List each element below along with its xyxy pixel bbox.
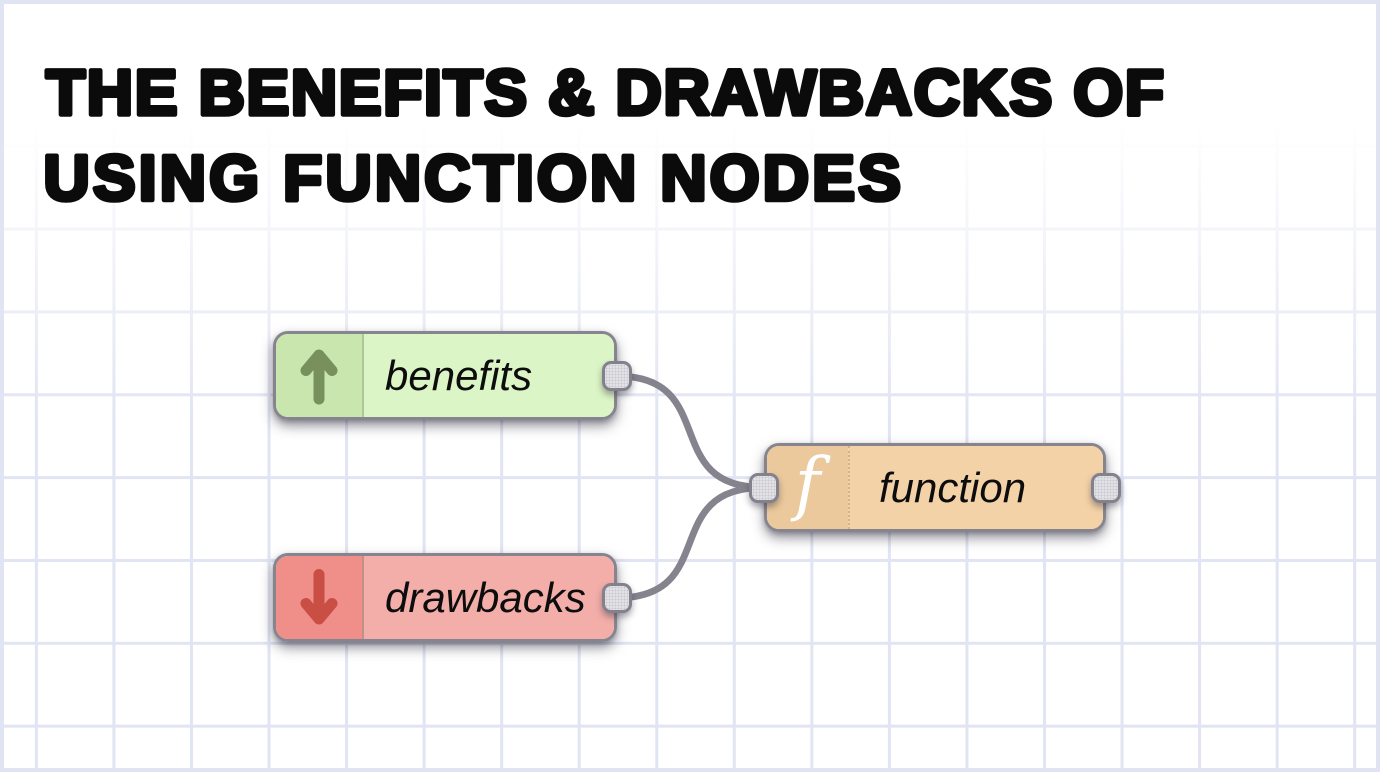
arrow-up-icon xyxy=(300,349,338,404)
title-line-1: THE BENEFITS & DRAWBACKS OF xyxy=(46,57,1166,129)
benefits-label-area: benefits xyxy=(362,334,614,417)
node-benefits[interactable]: benefits xyxy=(273,331,632,420)
benefits-icon-area xyxy=(276,334,362,417)
function-f-icon: f xyxy=(794,444,821,524)
title: THE BENEFITS & DRAWBACKS OF USING FUNCTI… xyxy=(41,54,1166,216)
function-label: function xyxy=(879,463,1027,511)
drawbacks-label-area: drawbacks xyxy=(362,556,614,639)
arrow-down-icon xyxy=(300,568,338,624)
drawbacks-label: drawbacks xyxy=(385,573,586,621)
wire-benefits-to-function[interactable] xyxy=(615,372,764,491)
wire-drawbacks-to-function[interactable] xyxy=(615,484,764,602)
node-drawbacks[interactable]: drawbacks xyxy=(273,553,632,642)
function-output-port[interactable] xyxy=(1091,472,1121,503)
node-function[interactable]: f function xyxy=(748,443,1121,532)
function-label-area: function xyxy=(848,446,1103,529)
benefits-output-port[interactable] xyxy=(602,360,632,391)
function-input-port[interactable] xyxy=(748,472,779,503)
drawbacks-output-port[interactable] xyxy=(602,582,632,613)
drawbacks-icon-area xyxy=(276,556,362,639)
title-line-2: USING FUNCTION NODES xyxy=(44,142,904,214)
function-icon-area: f xyxy=(767,446,848,529)
benefits-label: benefits xyxy=(385,351,533,399)
